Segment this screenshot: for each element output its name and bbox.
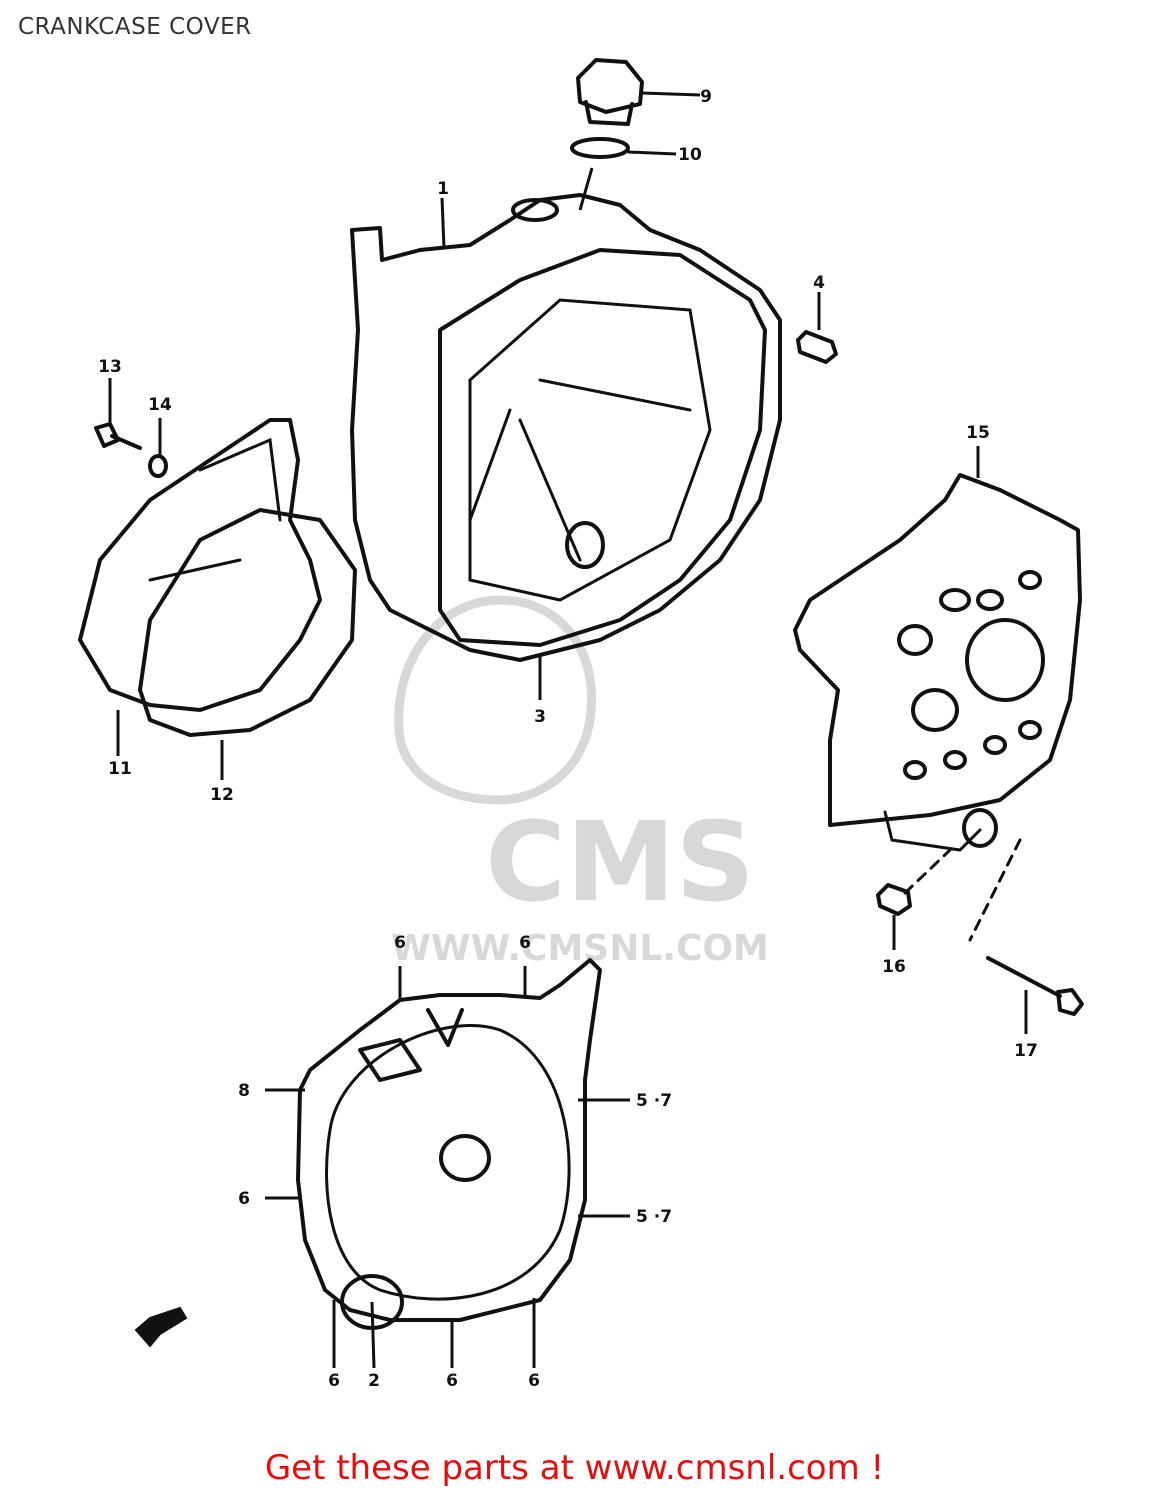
callout-2: 2 [368, 1371, 380, 1391]
callout-3: 3 [534, 707, 546, 727]
callout-11: 11 [108, 759, 132, 779]
callout-4: 4 [813, 273, 825, 293]
callout-5-7-upper: 5 ·7 [636, 1091, 672, 1111]
oil-filler-cap [576, 58, 701, 126]
starter-clutch-cover [78, 418, 322, 756]
sprocket-cover [793, 446, 1082, 852]
o-ring [570, 137, 677, 159]
callout-6-top-right: 6 [519, 933, 531, 953]
callout-14: 14 [148, 395, 172, 415]
magneto-cover [265, 958, 630, 1369]
callout-6-bottom-1: 6 [328, 1371, 340, 1391]
callout-10: 10 [678, 145, 702, 165]
watermark-logo: CMS [485, 798, 754, 926]
washer-14 [148, 418, 168, 478]
callout-15: 15 [966, 423, 990, 443]
footer-link[interactable]: Get these parts at www.cmsnl.com ! [264, 1448, 885, 1488]
callout-12: 12 [210, 785, 234, 805]
clutch-cover [350, 167, 782, 700]
callout-6-bottom-3: 6 [528, 1371, 540, 1391]
gasket-12 [138, 508, 357, 780]
callout-8: 8 [238, 1081, 250, 1101]
callout-9: 9 [700, 87, 712, 107]
callout-6-left: 6 [238, 1189, 250, 1209]
callout-labels: 1 2 3 4 5 ·7 5 ·7 6 6 6 6 6 6 8 9 10 11 … [98, 87, 1038, 1391]
callout-16: 16 [882, 957, 906, 977]
page-title: CRANKCASE COVER [18, 14, 252, 40]
bolt-17 [968, 838, 1084, 1034]
callout-6-bottom-2: 6 [446, 1371, 458, 1391]
callout-17: 17 [1014, 1041, 1038, 1061]
bolt-13 [94, 378, 142, 450]
callout-1: 1 [437, 179, 449, 199]
watermark-url: WWW.CMSNL.COM [391, 928, 769, 969]
watermark: CMS WWW.CMSNL.COM [391, 595, 769, 969]
callout-6-top-left: 6 [394, 933, 406, 953]
collar-16 [876, 848, 952, 950]
callout-5-7-lower: 5 ·7 [636, 1207, 672, 1227]
callout-13: 13 [98, 357, 122, 377]
dowel-pin [796, 292, 838, 364]
front-arrow-icon [134, 1306, 188, 1348]
